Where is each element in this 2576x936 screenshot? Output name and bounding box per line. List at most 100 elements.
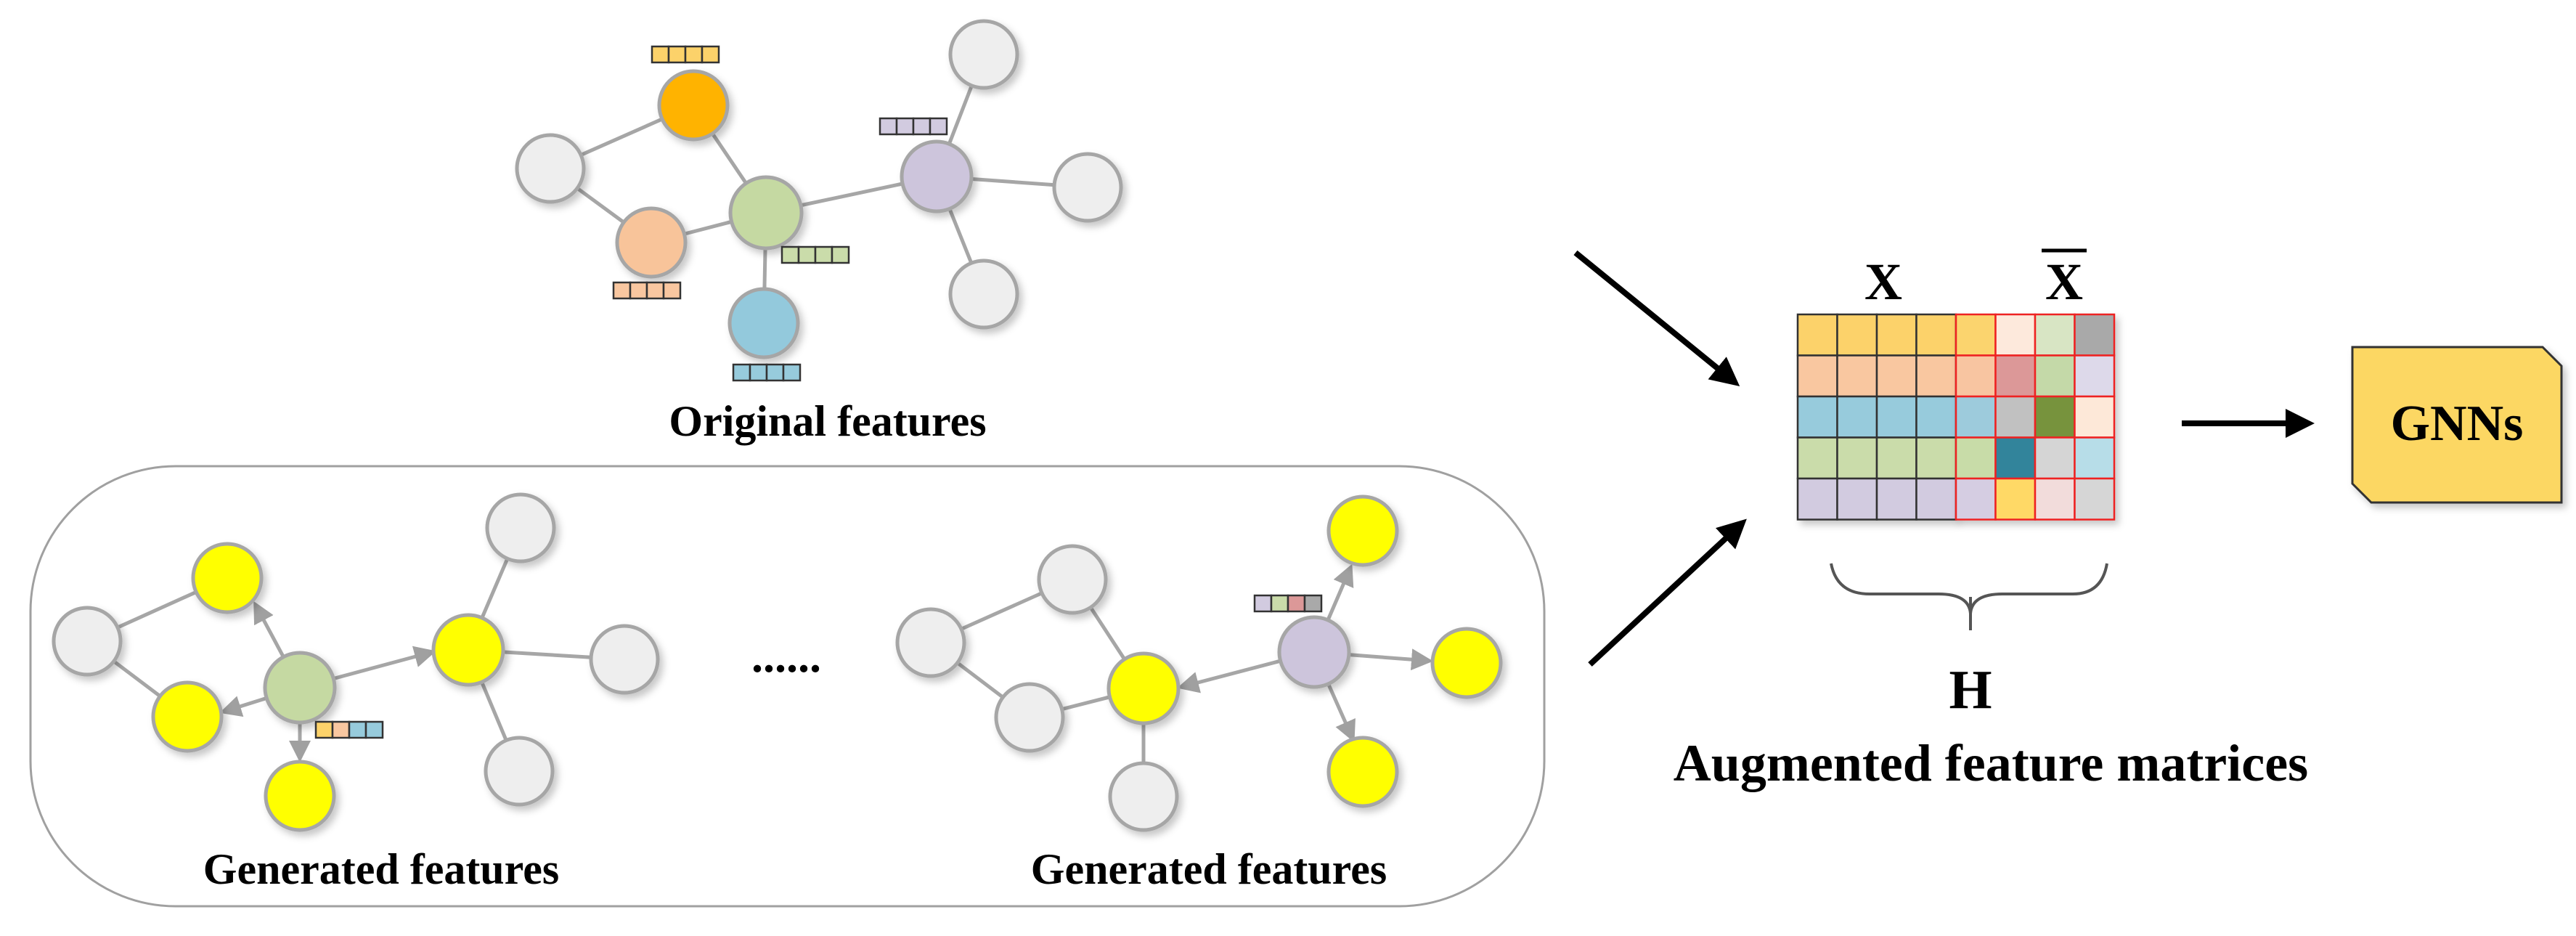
node-gray [515, 133, 586, 204]
feature-vector [314, 720, 384, 739]
feature-vector-cell [780, 245, 800, 264]
matrix-x-cell [1836, 313, 1878, 357]
feature-vector-cell [732, 363, 751, 382]
matrix-x-cell [1836, 436, 1878, 480]
matrix-x-cell [1915, 354, 1957, 398]
matrix-xbar-cell [1955, 477, 1997, 521]
generated-features-container [29, 465, 1546, 908]
matrix-xbar-cell [1955, 395, 1997, 439]
original-graph: Original features [515, 19, 1123, 445]
matrix-xbar-cell [2034, 354, 2076, 398]
matrix-x-cell [1915, 395, 1957, 439]
node-gray [948, 19, 1019, 90]
matrix-x-cell [1875, 436, 1917, 480]
matrix-xbar-label: X [2045, 253, 2083, 311]
feature-vector [651, 45, 720, 64]
feature-vector-cell [684, 45, 704, 64]
feature-vector-cell [797, 245, 817, 264]
node-green [728, 175, 804, 251]
matrix-x-cell [1915, 313, 1957, 357]
gnns-label: GNNs [2391, 396, 2524, 452]
matrix-x-block [1796, 313, 1957, 521]
node-gray [485, 492, 556, 563]
matrix-h-label: H [1949, 659, 1992, 720]
node-yellow [1430, 627, 1503, 699]
original-features-label: Original features [669, 397, 986, 445]
augmented-feature-matrix: X X H Augmented feature matrices [1674, 248, 2308, 792]
generated-graph-left-nodes [52, 492, 660, 832]
generated-graph-right-nodes [895, 495, 1503, 832]
feature-vector-cell [645, 281, 665, 300]
feature-vector-cell [1287, 594, 1306, 613]
gnns-box-shape [2351, 346, 2563, 504]
matrix-xbar-cell [1994, 477, 2037, 521]
feature-vector [732, 363, 802, 382]
matrix-x-cell [1836, 477, 1878, 521]
matrix-xbar-cell [2074, 436, 2116, 480]
matrix-x-cell [1796, 354, 1838, 398]
node-purple [1277, 615, 1351, 689]
feature-vector-cell [895, 117, 915, 136]
matrix-xbar-cell [1955, 354, 1997, 398]
ellipsis: ...... [751, 630, 821, 682]
feature-vector-cell [662, 281, 682, 300]
feature-vector [1253, 594, 1323, 613]
node-purple [900, 139, 974, 213]
feature-vector-cell [364, 720, 384, 739]
node-yellow [431, 613, 505, 687]
generated-features-label-right: Generated features [1031, 845, 1387, 893]
feature-vector-cell [1303, 594, 1323, 613]
feature-vector-cell [765, 363, 785, 382]
feature-vector-cell [701, 45, 720, 64]
feature-vector-cell [651, 45, 670, 64]
feature-vector-cell [629, 281, 648, 300]
matrix-xbar-cell [1955, 313, 1997, 357]
matrix-xbar-cell [2074, 313, 2116, 357]
matrix-x-cell [1875, 395, 1917, 439]
matrix-xbar-cell [2074, 354, 2116, 398]
matrix-x-label: X [1864, 253, 1902, 311]
arrow-generated-to-matrix [1588, 518, 1747, 667]
generated-graph-right: Generated features [895, 495, 1503, 893]
feature-vector-cell [314, 720, 334, 739]
feature-vector-cell [782, 363, 802, 382]
node-yellow [151, 680, 224, 753]
node-yellow [1326, 495, 1399, 567]
generated-features-label-left: Generated features [203, 845, 559, 893]
matrix-xbar-cell [1955, 436, 1997, 480]
node-gray [1037, 544, 1108, 615]
feature-vector-cell [1253, 594, 1273, 613]
node-orange [657, 69, 730, 142]
feature-vector [879, 117, 948, 136]
matrix-x-cell [1875, 477, 1917, 521]
matrix-xbar-cell [1994, 395, 2037, 439]
matrix-xbar-cell [2074, 395, 2116, 439]
node-gray [1108, 761, 1179, 832]
node-gray [52, 606, 123, 677]
feature-vector-cell [912, 117, 932, 136]
matrix-x-cell [1915, 436, 1957, 480]
matrix-x-cell [1796, 395, 1838, 439]
feature-vector-cell [612, 281, 632, 300]
matrix-xbar-cell [2034, 313, 2076, 357]
matrix-x-cell [1836, 354, 1878, 398]
node-gray [895, 607, 966, 678]
matrix-xbar-cell [1994, 354, 2037, 398]
node-blue [727, 287, 800, 359]
node-peach [615, 206, 688, 279]
feature-vector-cell [331, 720, 351, 739]
matrix-xbar-cell [2074, 477, 2116, 521]
feature-vector-cell [831, 245, 850, 264]
feature-vector [612, 281, 682, 300]
matrix-xbar-cell [1994, 313, 2037, 357]
augmented-matrices-label: Augmented feature matrices [1674, 734, 2308, 792]
feature-vector [780, 245, 850, 264]
matrix-x-cell [1915, 477, 1957, 521]
feature-vector-cell [749, 363, 768, 382]
node-yellow [264, 760, 336, 832]
matrix-xbar-cell [2034, 477, 2076, 521]
feature-vector-cell [929, 117, 948, 136]
node-gray [994, 682, 1065, 753]
node-green [263, 651, 337, 725]
